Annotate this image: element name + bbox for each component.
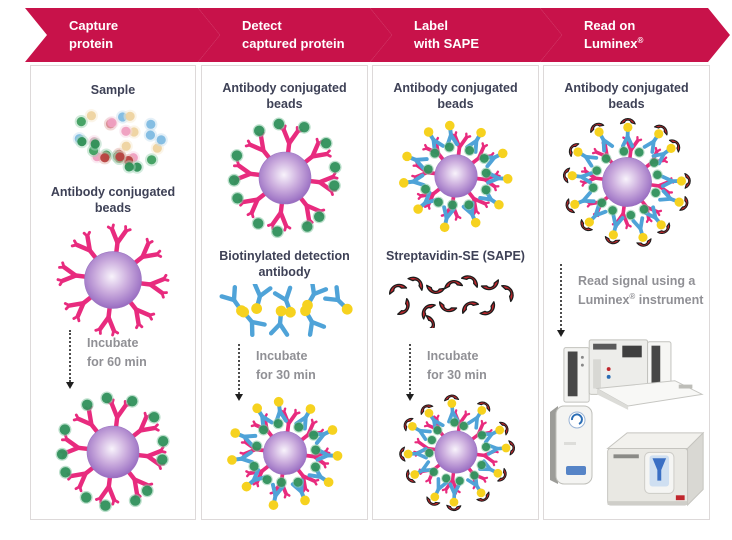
antibody-conjugated-bead-illustration xyxy=(56,223,170,337)
registered-mark: ® xyxy=(637,35,644,45)
banner-detect-line2: captured protein xyxy=(242,35,345,51)
luminex-100-instrument-image xyxy=(563,339,704,410)
arrow-head-icon xyxy=(66,382,74,389)
antibody-conjugated-beads-label: Antibody conjugated beads xyxy=(50,185,176,216)
sandwich-complex-bead-illustration xyxy=(398,120,512,233)
bead-with-captured-protein-illustration xyxy=(55,391,170,513)
sape-labeled-bead-illustration xyxy=(398,394,515,512)
arrow-head-icon xyxy=(235,394,243,401)
sandwich-complex-bead-illustration xyxy=(226,396,342,510)
banner-luminex-brand: Luminex xyxy=(584,35,638,51)
sape-labeled-bead-illustration xyxy=(562,118,691,247)
incubate-arrow xyxy=(235,344,243,401)
bead-with-captured-protein-illustration xyxy=(227,117,342,239)
banner-capture-protein: Capture protein xyxy=(25,8,220,62)
read-signal-label: Read signal using a Luminex® instrument xyxy=(578,272,706,310)
read-signal-rest: instrument xyxy=(635,292,704,307)
registered-mark: ® xyxy=(629,291,636,301)
antibody-conjugated-beads-label: Antibody conjugated beads xyxy=(564,81,689,112)
panel-capture-protein: Sample Antibody conjugated beads Incubat… xyxy=(30,65,196,520)
banner-read-line2: Luminex® xyxy=(584,35,730,53)
read-signal-brand: Luminex xyxy=(578,292,630,307)
sample-proteins-illustration xyxy=(72,109,168,174)
banner-label-line2: with SAPE xyxy=(414,35,480,51)
biotinylated-detection-antibody-label: Biotinylated detection antibody xyxy=(219,249,350,280)
flexmap-3d-instrument-image xyxy=(606,431,705,507)
panel-label-with-sape: Antibody conjugated beads Streptavidin-S… xyxy=(372,65,539,520)
read-signal-line1: Read signal using a xyxy=(578,274,696,288)
incubate-30min-label: Incubate for 30 min xyxy=(256,349,316,382)
incubate-60min-label: Incubate for 60 min xyxy=(87,336,147,369)
banner-detect-line1: Detect xyxy=(242,18,282,33)
streptavidin-sape-label: Streptavidin-SE (SAPE) xyxy=(386,249,525,263)
read-signal-arrow xyxy=(557,264,565,337)
antibody-conjugated-beads-label: Antibody conjugated beads xyxy=(222,81,347,112)
incubate-arrow xyxy=(406,344,414,401)
banner-label-with-sape: Label with SAPE xyxy=(370,8,562,62)
sample-label: Sample xyxy=(90,83,136,97)
panel-detect-captured-protein: Antibody conjugated beads Biotinylated d… xyxy=(201,65,368,520)
banner-detect-captured-protein: Detect captured protein xyxy=(198,8,392,62)
panel-read-on-luminex: Antibody conjugated beads Read signal us… xyxy=(543,65,710,520)
banner-label-line1: Label xyxy=(414,18,448,33)
antibody-conjugated-beads-label: Antibody conjugated beads xyxy=(393,81,518,112)
banner-capture-line2: protein xyxy=(69,35,114,51)
arrow-head-icon xyxy=(406,394,414,401)
incubate-arrow xyxy=(66,330,74,389)
magpix-instrument-image xyxy=(550,405,593,485)
banner-read-on-luminex: Read on Luminex® xyxy=(540,8,730,62)
banner-capture-line1: Capture xyxy=(69,18,119,33)
sape-molecules-illustration xyxy=(388,275,514,328)
arrow-head-icon xyxy=(557,330,565,337)
banner-read-line1: Read on xyxy=(584,18,636,33)
biotinylated-antibodies-illustration xyxy=(219,284,353,338)
incubate-30min-label: Incubate for 30 min xyxy=(427,349,487,382)
